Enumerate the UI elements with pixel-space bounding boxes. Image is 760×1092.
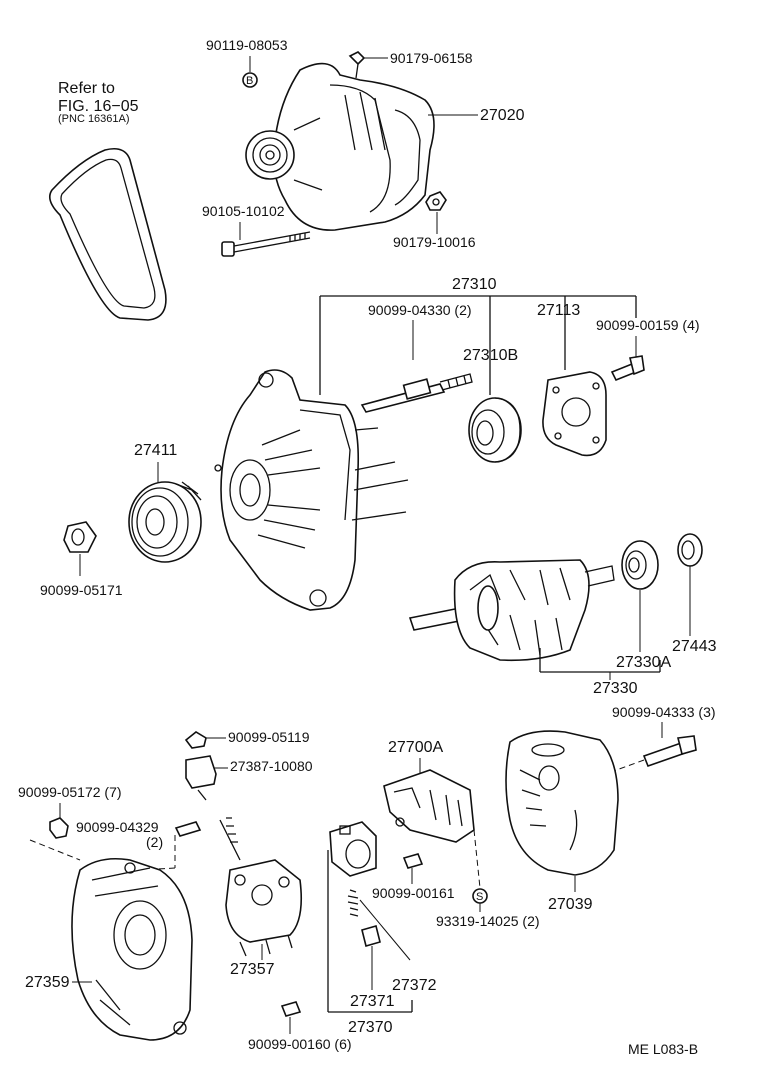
label-90179-10016: 90179-10016 [393, 234, 476, 250]
screw-90099-00161 [402, 853, 424, 869]
drive-end-frame [214, 369, 409, 611]
label-90119-08053: 90119-08053 [206, 37, 288, 53]
cover-27443 [677, 533, 703, 567]
screw-90099-04329 [174, 821, 202, 837]
brush-holder-27370 [329, 821, 377, 877]
label-93319-14025: 93319-14025 (2) [436, 913, 540, 929]
label-27310: 27310 [452, 276, 497, 293]
label-27700A: 27700A [388, 739, 443, 756]
label-90099-04329-qty: (2) [146, 834, 163, 850]
label-27357: 27357 [230, 961, 275, 978]
rectifier-end-frame-27359 [71, 857, 193, 1041]
through-bolt-90105-10102 [221, 231, 311, 257]
brush-27371 [361, 925, 381, 990]
screw-90099-00160 [280, 1001, 302, 1017]
reference-note-line3: (PNC 16361A) [58, 113, 130, 125]
rear-end-cover-27039 [505, 730, 619, 876]
label-27411: 27411 [134, 442, 177, 459]
label-27113: 27113 [537, 302, 580, 319]
label-27371: 27371 [350, 993, 395, 1010]
terminal-nut-90099-05119 [184, 731, 207, 749]
alternator-assembly-27020 [245, 62, 435, 231]
label-90105-10102: 90105-10102 [202, 203, 285, 219]
stud-bolt-90099-04330 [360, 373, 473, 413]
rotor-27330 [408, 559, 615, 662]
marker-s-letter: S [476, 891, 483, 903]
bearing-27310B [468, 397, 522, 463]
bolt-90119-08053-washer: B [242, 72, 258, 88]
label-27330: 27330 [593, 680, 638, 697]
marker-s-93319-14025: S [472, 888, 488, 904]
marker-b-letter: B [246, 75, 253, 87]
bolt-90099-04333 [642, 735, 697, 768]
label-90099-05119: 90099-05119 [228, 729, 310, 745]
label-27359: 27359 [25, 974, 70, 991]
drive-belt [49, 147, 167, 321]
voltage-regulator-27700A [383, 769, 475, 843]
nut-90099-05171 [63, 521, 97, 553]
label-90099-04329: 90099-04329 [76, 819, 159, 835]
reference-note-line2: FIG. 16−05 [58, 98, 139, 115]
label-27370: 27370 [348, 1019, 393, 1036]
label-27310B: 27310B [463, 347, 518, 364]
bearing-retainer-27113 [542, 371, 607, 457]
label-90099-04333: 90099-04333 (3) [612, 704, 716, 720]
screw-90099-00159 [610, 355, 645, 382]
label-90099-00159: 90099-00159 (4) [596, 317, 700, 333]
label-90099-05171: 90099-05171 [40, 582, 123, 598]
label-90099-05172: 90099-05172 (7) [18, 784, 122, 800]
label-90099-04330: 90099-04330 (2) [368, 302, 472, 318]
label-27020: 27020 [480, 107, 525, 124]
label-90099-00160: 90099-00160 (6) [248, 1036, 352, 1052]
insulator-27387-10080 [185, 755, 217, 801]
label-90099-00161: 90099-00161 [372, 885, 455, 901]
label-27387-10080: 27387-10080 [230, 758, 313, 774]
nut-90099-05172 [49, 817, 69, 839]
brush-spring-27372 [347, 889, 411, 961]
pulley-27411 [128, 481, 202, 563]
rectifier-holder-27357 [219, 817, 303, 957]
label-27330A: 27330A [616, 654, 671, 671]
reference-note-line1: Refer to [58, 80, 115, 97]
nut-90179-10016 [425, 191, 447, 211]
footer-diagram-code: ME L083-B [628, 1041, 698, 1057]
label-27443: 27443 [672, 638, 717, 655]
label-27372: 27372 [392, 977, 437, 994]
bearing-27330A [621, 540, 659, 590]
label-90179-06158: 90179-06158 [390, 50, 473, 66]
nut-90179-06158 [348, 51, 366, 79]
label-27039: 27039 [548, 896, 593, 913]
